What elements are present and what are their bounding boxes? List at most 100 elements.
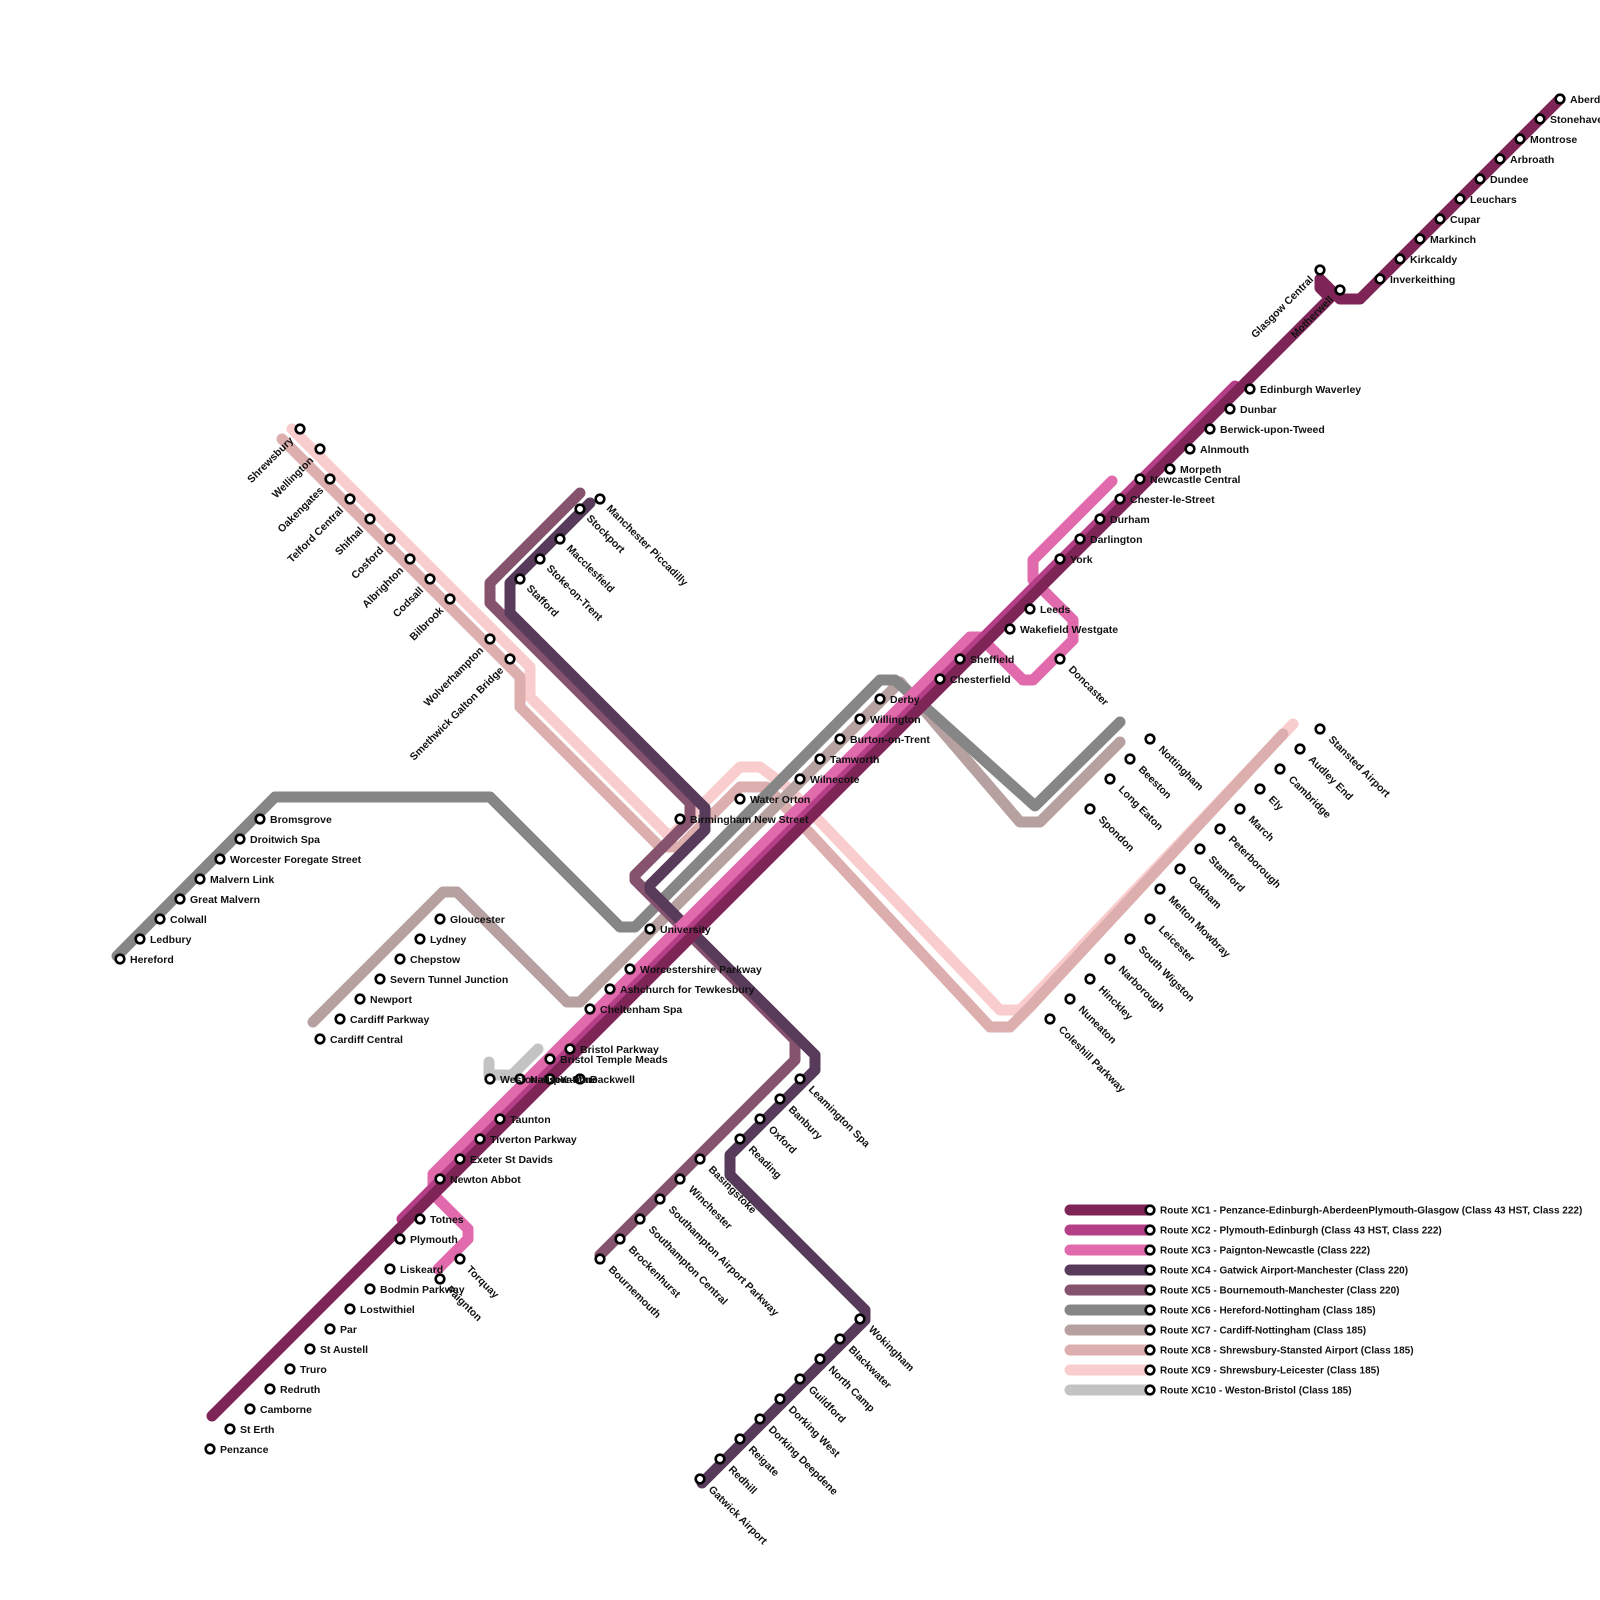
station-marker-malvern-link[interactable] xyxy=(194,873,206,885)
station-marker-tamworth[interactable] xyxy=(814,753,826,765)
station-marker-cambridge[interactable] xyxy=(1274,763,1286,775)
station-marker-hereford[interactable] xyxy=(114,953,126,965)
station-marker-wilnecote[interactable] xyxy=(794,773,806,785)
station-marker-burton-on-trent[interactable] xyxy=(834,733,846,745)
station-marker-stonehaven[interactable] xyxy=(1534,113,1546,125)
station-marker-droitwich-spa[interactable] xyxy=(234,833,246,845)
station-marker-cardiff-parkway[interactable] xyxy=(334,1013,346,1025)
station-marker-leamington-spa[interactable] xyxy=(794,1073,806,1085)
station-marker-stafford[interactable] xyxy=(514,573,526,585)
station-marker-gatwick-airport[interactable] xyxy=(694,1473,706,1485)
station-marker-narborough[interactable] xyxy=(1104,953,1116,965)
station-marker-nuneaton[interactable] xyxy=(1064,993,1076,1005)
station-marker-backwell[interactable] xyxy=(574,1073,586,1085)
station-marker-spondon[interactable] xyxy=(1084,803,1096,815)
station-marker-morpeth[interactable] xyxy=(1164,463,1176,475)
station-marker-liskeard[interactable] xyxy=(384,1263,396,1275)
station-marker-great-malvern[interactable] xyxy=(174,893,186,905)
station-marker-leeds[interactable] xyxy=(1024,603,1036,615)
station-marker-plymouth[interactable] xyxy=(394,1233,406,1245)
station-marker-melton-mowbray[interactable] xyxy=(1154,883,1166,895)
station-marker-glasgow-central[interactable] xyxy=(1314,264,1326,276)
station-marker-truro[interactable] xyxy=(284,1363,296,1375)
station-marker-cupar[interactable] xyxy=(1434,213,1446,225)
station-marker-southampton-central[interactable] xyxy=(634,1213,646,1225)
station-marker-lydney[interactable] xyxy=(414,933,426,945)
station-marker-reigate[interactable] xyxy=(734,1433,746,1445)
station-marker-redhill[interactable] xyxy=(714,1453,726,1465)
station-marker-weston-super-mare[interactable] xyxy=(484,1073,496,1085)
station-marker-leicester[interactable] xyxy=(1144,913,1156,925)
station-marker-nottingham[interactable] xyxy=(1144,733,1156,745)
station-marker-alnmouth[interactable] xyxy=(1184,443,1196,455)
station-marker-smethwick-galton-bridge[interactable] xyxy=(504,653,516,665)
station-marker-newcastle-central[interactable] xyxy=(1134,473,1146,485)
station-marker-st-austell[interactable] xyxy=(304,1343,316,1355)
station-marker-manchester-piccadilly[interactable] xyxy=(594,493,606,505)
station-marker-winchester[interactable] xyxy=(674,1173,686,1185)
station-marker-par[interactable] xyxy=(324,1323,336,1335)
station-marker-brockenhurst[interactable] xyxy=(614,1233,626,1245)
station-marker-montrose[interactable] xyxy=(1514,133,1526,145)
station-marker-yatton[interactable] xyxy=(544,1073,556,1085)
station-marker-basingstoke[interactable] xyxy=(694,1153,706,1165)
station-marker-water-orton[interactable] xyxy=(734,793,746,805)
station-marker-beeston[interactable] xyxy=(1124,753,1136,765)
station-marker-tiverton-parkway[interactable] xyxy=(474,1133,486,1145)
station-marker-oxford[interactable] xyxy=(754,1113,766,1125)
station-marker-worcester-foregate-street[interactable] xyxy=(214,853,226,865)
station-marker-codsall[interactable] xyxy=(424,573,436,585)
station-marker-durham[interactable] xyxy=(1094,513,1106,525)
station-marker-telford-central[interactable] xyxy=(344,493,356,505)
station-marker-bodmin-parkway[interactable] xyxy=(364,1283,376,1295)
station-marker-chesterfield[interactable] xyxy=(934,673,946,685)
station-marker-peterborough[interactable] xyxy=(1214,823,1226,835)
station-marker-newton-abbot[interactable] xyxy=(434,1173,446,1185)
station-marker-dorking-deepdene[interactable] xyxy=(754,1413,766,1425)
station-marker-oakham[interactable] xyxy=(1174,863,1186,875)
station-marker-markinch[interactable] xyxy=(1414,233,1426,245)
station-marker-cheltenham-spa[interactable] xyxy=(584,1003,596,1015)
station-marker-long-eaton[interactable] xyxy=(1104,773,1116,785)
station-marker-south-wigston[interactable] xyxy=(1124,933,1136,945)
station-marker-march[interactable] xyxy=(1234,803,1246,815)
station-marker-berwick-upon-tweed[interactable] xyxy=(1204,423,1216,435)
station-marker-willington[interactable] xyxy=(854,713,866,725)
station-marker-wellington[interactable] xyxy=(314,443,326,455)
station-marker-stoke-on-trent[interactable] xyxy=(534,553,546,565)
station-marker-newport[interactable] xyxy=(354,993,366,1005)
station-marker-gloucester[interactable] xyxy=(434,913,446,925)
station-marker-university[interactable] xyxy=(644,923,656,935)
station-marker-lostwithiel[interactable] xyxy=(344,1303,356,1315)
station-marker-southampton-airport-parkway[interactable] xyxy=(654,1193,666,1205)
station-marker-banbury[interactable] xyxy=(774,1093,786,1105)
station-marker-albrighton[interactable] xyxy=(404,553,416,565)
station-marker-nailsea[interactable] xyxy=(514,1073,526,1085)
station-marker-bromsgrove[interactable] xyxy=(254,813,266,825)
station-marker-guildford[interactable] xyxy=(794,1373,806,1385)
station-marker-derby[interactable] xyxy=(874,693,886,705)
station-marker-macclesfield[interactable] xyxy=(554,533,566,545)
station-marker-totnes[interactable] xyxy=(414,1213,426,1225)
station-marker-dorking-west[interactable] xyxy=(774,1393,786,1405)
station-marker-edinburgh-waverley[interactable] xyxy=(1244,383,1256,395)
station-marker-dunbar[interactable] xyxy=(1224,403,1236,415)
station-marker-bristol-temple-meads[interactable] xyxy=(544,1053,556,1065)
station-marker-kirkcaldy[interactable] xyxy=(1394,253,1406,265)
station-marker-camborne[interactable] xyxy=(244,1403,256,1415)
station-marker-ely[interactable] xyxy=(1254,783,1266,795)
station-marker-stansted-airport[interactable] xyxy=(1314,723,1326,735)
station-marker-coleshill-parkway[interactable] xyxy=(1044,1013,1056,1025)
station-marker-ashchurch-for-tewkesbury[interactable] xyxy=(604,983,616,995)
station-marker-dundee[interactable] xyxy=(1474,173,1486,185)
station-marker-cardiff-central[interactable] xyxy=(314,1033,326,1045)
station-marker-bournemouth[interactable] xyxy=(594,1253,606,1265)
station-marker-aberdeen[interactable] xyxy=(1554,93,1566,105)
station-marker-st-erth[interactable] xyxy=(224,1423,236,1435)
station-marker-bristol-parkway[interactable] xyxy=(564,1043,576,1055)
station-marker-oakengates[interactable] xyxy=(324,473,336,485)
station-marker-bilbrook[interactable] xyxy=(444,593,456,605)
station-marker-hinckley[interactable] xyxy=(1084,973,1096,985)
station-marker-paignton[interactable] xyxy=(434,1273,446,1285)
station-marker-severn-tunnel-junction[interactable] xyxy=(374,973,386,985)
